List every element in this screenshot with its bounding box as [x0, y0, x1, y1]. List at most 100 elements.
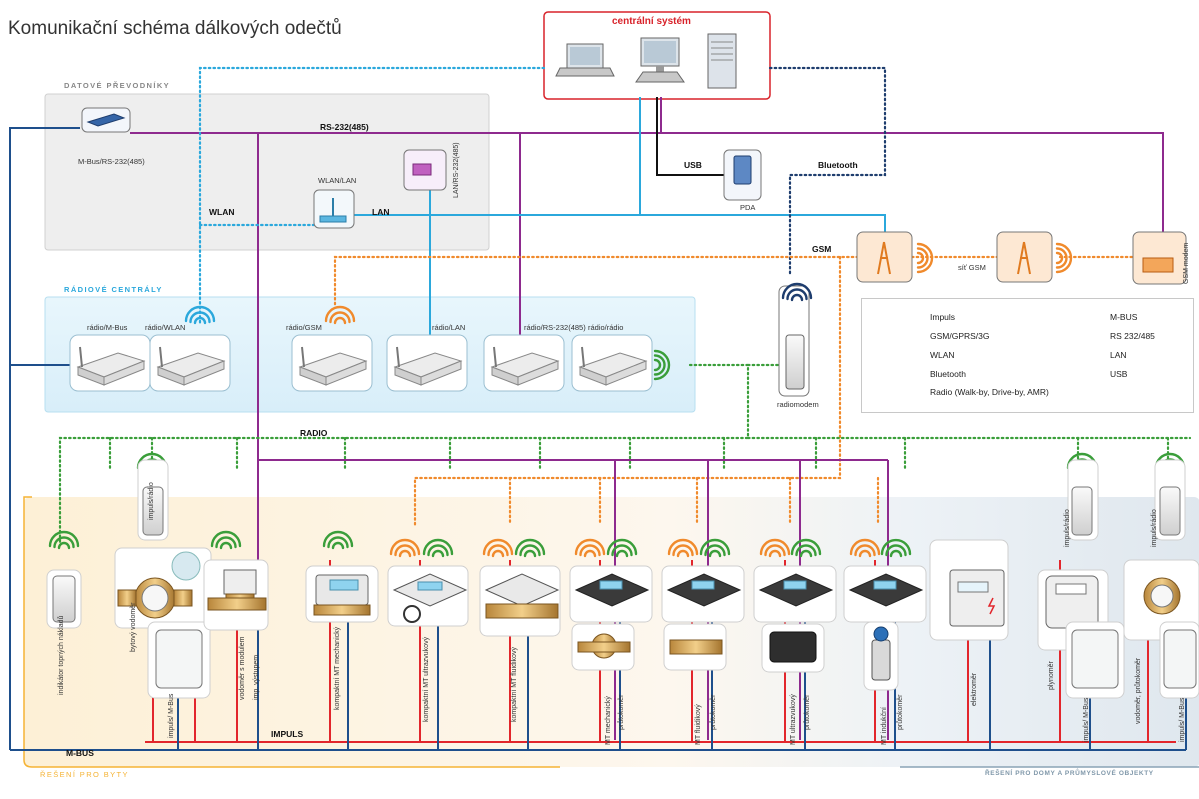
- radio-central-antenna: [581, 346, 585, 368]
- impuls-mbus-module-3: [1163, 629, 1197, 689]
- gsm-tower-1-waves: [916, 242, 934, 274]
- impuls-mbus-module-1: [155, 629, 203, 689]
- mt-induct-display: [873, 580, 897, 590]
- device-label-mt-ultra: MT ultrazvukový: [790, 694, 797, 745]
- wave-arc: [57, 541, 71, 550]
- impuls-radio-module-2: [1071, 486, 1093, 536]
- wave-arc: [768, 549, 782, 558]
- section-houses: ŘEŠENÍ PRO DOMY A PRŮMYSLOVÉ OBJEKTY: [985, 770, 1154, 777]
- device-label-mt-fluid: MT fluidikový: [695, 704, 702, 745]
- radio-central-front: [517, 360, 559, 386]
- device-label-indicator: indikátor topných nákladů: [58, 615, 65, 695]
- wave-arc: [653, 354, 666, 376]
- mt-ultra-display: [783, 580, 807, 590]
- wave-arc: [672, 544, 694, 557]
- wave-arc: [849, 538, 881, 556]
- wave-arc: [210, 530, 242, 548]
- heat-cost-allocator-icon: [52, 575, 76, 623]
- compact-fluid-pipe: [485, 603, 559, 619]
- tower-lattice-1: [877, 241, 891, 275]
- meter-waves-7: [482, 538, 514, 558]
- device-label-electro: elektroměr: [971, 672, 978, 706]
- wave-arc: [583, 549, 597, 558]
- wave-arc: [795, 544, 817, 557]
- device-label-flow-2: průtokoměr: [710, 694, 717, 730]
- mbus-converter-body: [86, 113, 126, 127]
- section-radio-centrals: RÁDIOVÉ CENTRÁLY: [64, 285, 163, 294]
- wave-arc: [786, 288, 808, 301]
- wave-arc: [53, 536, 75, 549]
- legend-label-rs: RS 232/485: [1110, 331, 1155, 341]
- wave-arc: [708, 549, 722, 558]
- water-pipe-right: [173, 589, 193, 607]
- meter-waves-13: [759, 538, 791, 558]
- bus-label-gsm-net: síť GSM: [958, 263, 986, 272]
- device-label-compact-ultra: kompaktní MT ultrazvukový: [423, 636, 430, 722]
- flowmeter-ultra-icon: [769, 631, 817, 663]
- device-icons: [46, 107, 1199, 699]
- device-label-imp-output: imp. výstupem: [253, 654, 260, 700]
- compact-fluid-meter-icon: [484, 573, 560, 607]
- page-title: Komunikační schéma dálkových odečtů: [8, 18, 342, 39]
- radio-central-label-6: rádio/rádio: [588, 323, 624, 332]
- wave-arc: [422, 538, 454, 556]
- meter-waves-14: [790, 538, 822, 558]
- meter-waves-11: [667, 538, 699, 558]
- meter-waves-8: [514, 538, 546, 558]
- meter-waves-3: [210, 530, 242, 550]
- radio-central-front: [605, 360, 647, 386]
- device-label-impuls-radio-1: impuls/rádio: [148, 482, 155, 520]
- mt-fluid-calculator-icon: [666, 573, 742, 607]
- wave-arc: [394, 544, 416, 557]
- radio-central-front: [183, 360, 225, 386]
- flowmeter-induct-head: [873, 626, 889, 642]
- gsm-line: [333, 255, 860, 307]
- pda-screen: [733, 155, 752, 185]
- wave-arc: [615, 549, 629, 558]
- wave-arc: [916, 247, 929, 269]
- device-label-impuls-mbus-2: impuls/ M-Bus: [1083, 697, 1090, 742]
- wave-arc: [184, 305, 216, 323]
- compact-ultra-cable: [403, 605, 421, 623]
- mt-mech-calculator-icon: [574, 573, 650, 607]
- legend-label-gsm: GSM/GPRS/3G: [930, 331, 990, 341]
- radio-central-antenna: [79, 346, 83, 368]
- radio-central-antenna: [159, 346, 163, 368]
- wave-arc: [431, 549, 445, 558]
- wave-arc: [858, 549, 872, 558]
- device-label-impuls-mbus-3: impuls/ M-Bus: [1179, 697, 1186, 742]
- device-label-flow-1: průtokoměr: [618, 694, 625, 730]
- wave-arc: [1055, 251, 1064, 265]
- device-label-compact-mech: kompaktní MT mechanický: [334, 626, 341, 710]
- legend-label-bluetooth: Bluetooth: [930, 369, 966, 379]
- device-label-flow-4: průtokoměr: [897, 694, 904, 730]
- flowmeter-mech-pipe: [577, 641, 631, 653]
- radio-central-front: [103, 360, 145, 386]
- wave-arc: [880, 538, 912, 556]
- radio-wlan-waves: [184, 305, 216, 325]
- wave-arc: [333, 316, 347, 325]
- wave-arc: [699, 538, 731, 556]
- wave-arc: [854, 544, 876, 557]
- radio-central-icon-6: [571, 334, 653, 392]
- water-pipe-left: [117, 589, 137, 607]
- impuls-mbus-module-2: [1071, 629, 1119, 689]
- radio-central-icon-1: [69, 334, 151, 392]
- apartments-bracket: [23, 496, 560, 768]
- wave-arc: [916, 242, 934, 274]
- wave-arc: [653, 349, 671, 381]
- bus-label-radio: RADIO: [300, 428, 328, 438]
- usb-line: [656, 97, 725, 176]
- wave-arc: [523, 549, 537, 558]
- wave-arc: [676, 549, 690, 558]
- water-module-pipe: [207, 597, 267, 611]
- device-label-impuls-radio-2: impuls/rádio: [1064, 509, 1071, 547]
- bus-label-gsm: GSM: [812, 244, 832, 254]
- gsm-modem-label: GSM modem: [1183, 242, 1190, 284]
- wave-arc: [790, 538, 822, 556]
- radio-central-label-4: rádio/LAN: [432, 323, 466, 332]
- radio-central-front: [325, 360, 367, 386]
- wave-arc: [759, 538, 791, 556]
- radio-radio-waves: [653, 349, 671, 381]
- device-label-water-module: vodoměr s modulem: [239, 636, 246, 700]
